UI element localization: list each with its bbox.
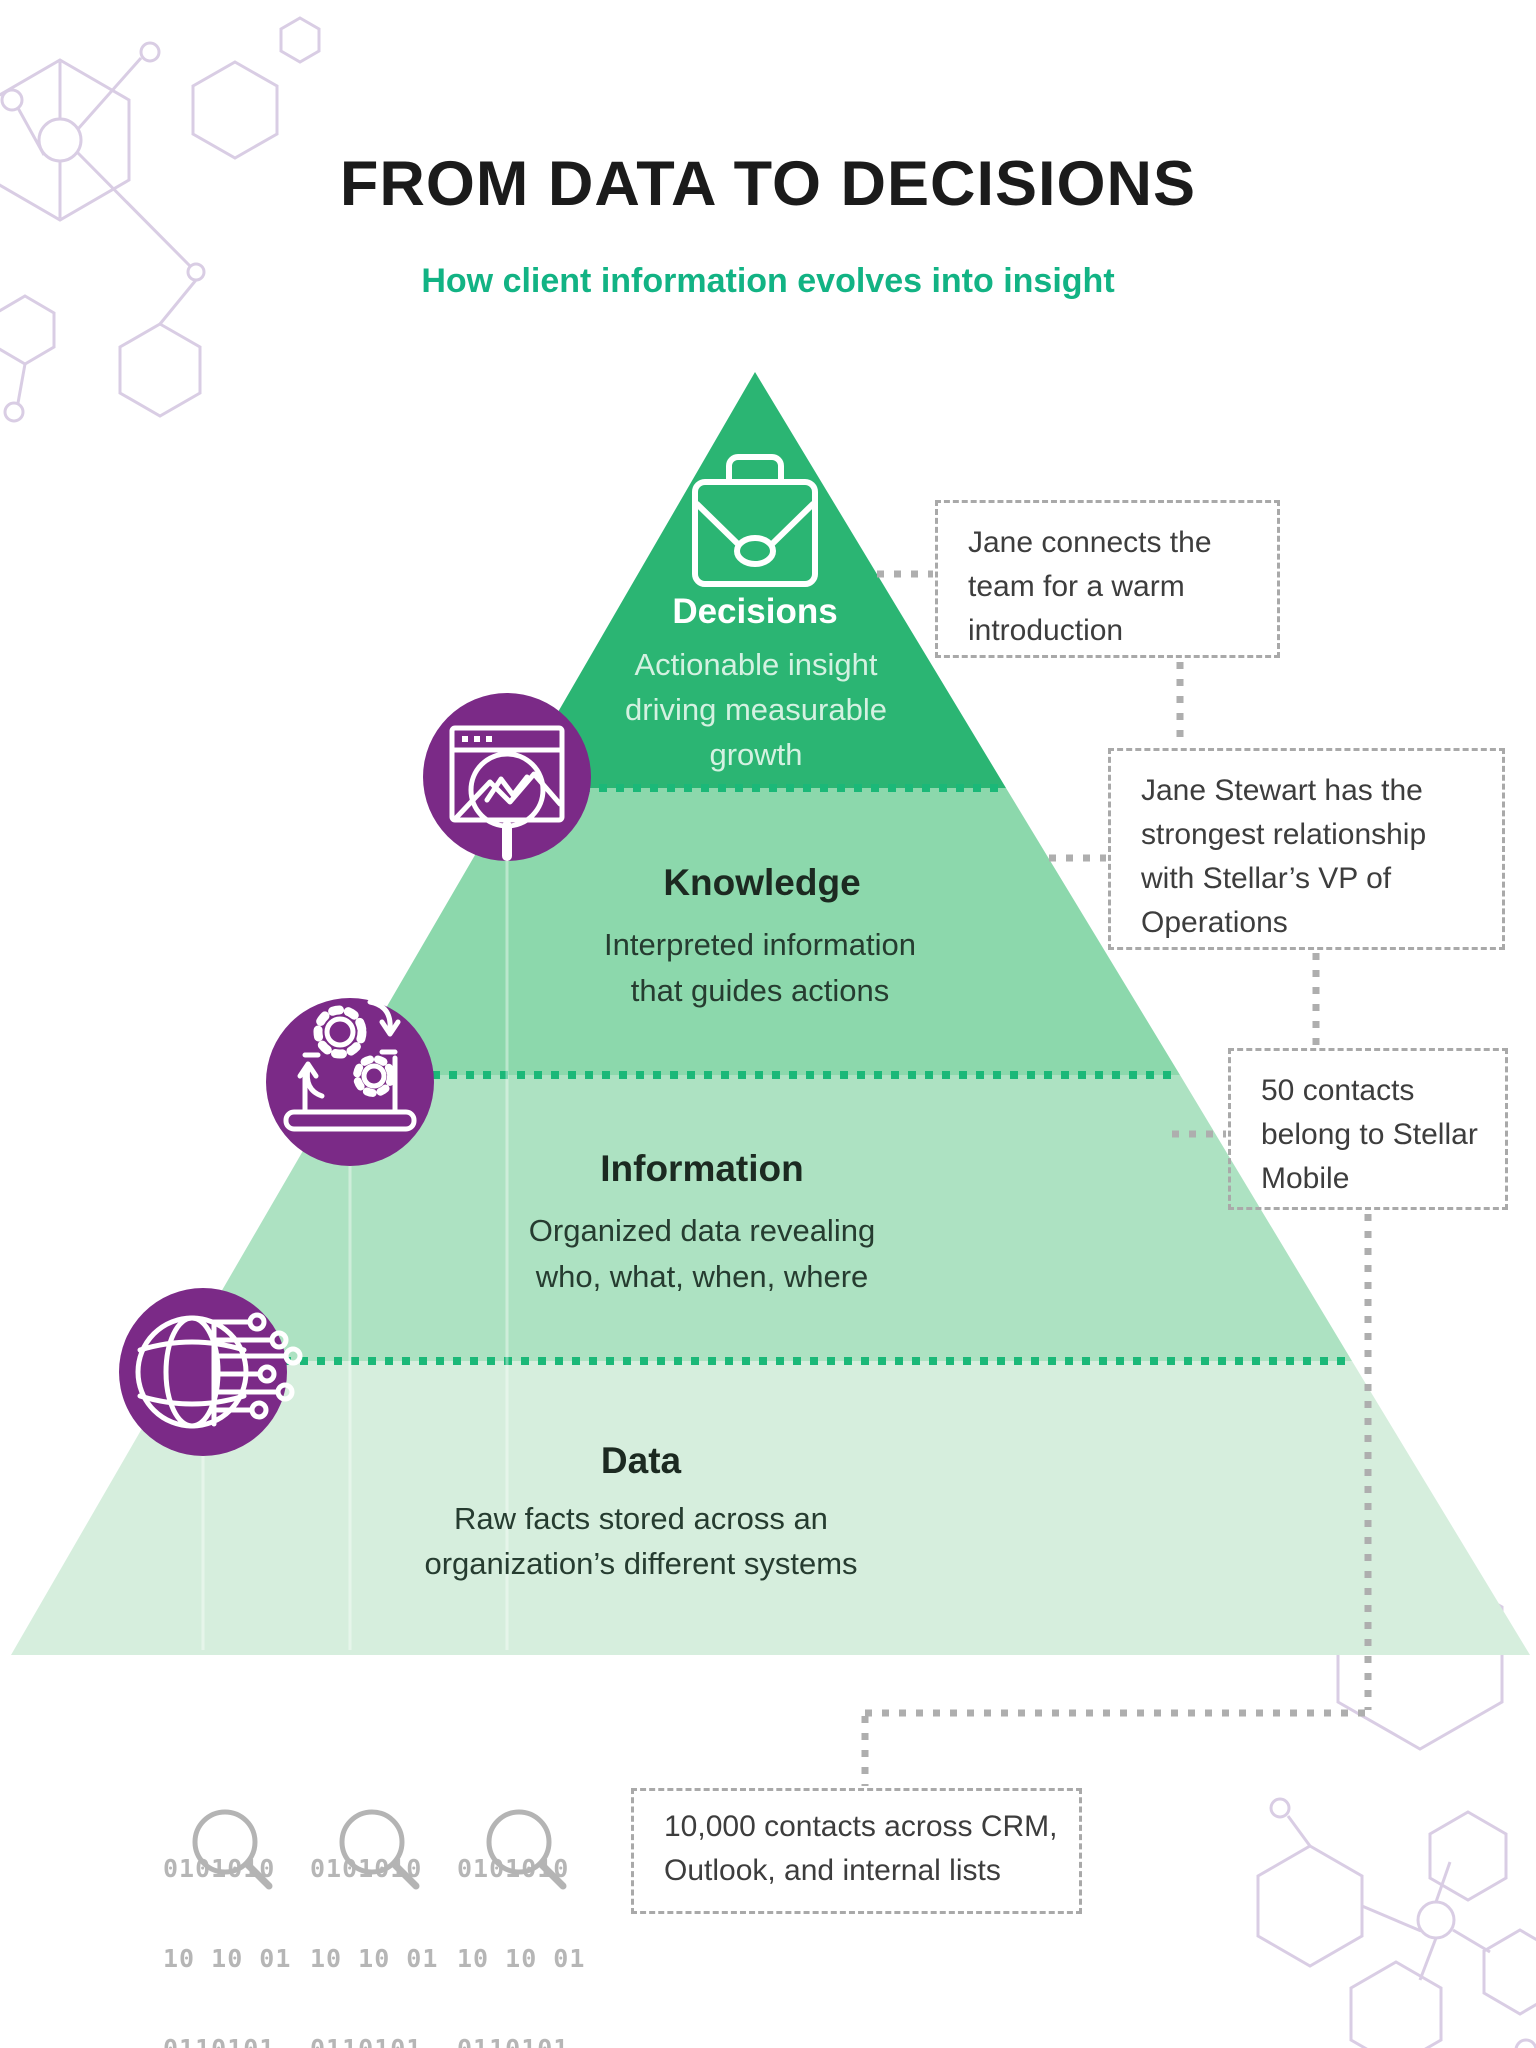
level-description-line: driving measurable	[625, 692, 887, 727]
icon-guide-lines	[201, 861, 509, 1650]
pyramid-level-information	[181, 1075, 1352, 1361]
molecule-decoration-bottom-right	[1256, 1558, 1536, 2048]
magnifier-overlay-icon	[192, 1809, 273, 1890]
callout-warm-introduction: Jane connects the team for a warm introd…	[935, 500, 1280, 658]
callout-strongest-relationship: Jane Stewart has the strongest relations…	[1108, 748, 1505, 950]
binary-row: 0110101	[310, 2034, 445, 2048]
binary-search-icon: 0101010 10 10 01 0110101 10110101	[310, 1794, 445, 2048]
page-subtitle: How client information evolves into insi…	[421, 262, 1115, 300]
binary-row: 10 10 01	[310, 1944, 439, 1973]
callout-line: 10,000 contacts across CRM,	[664, 1810, 1058, 1843]
pyramid-level-data	[11, 1361, 1530, 1655]
binary-row: 0110101	[457, 2034, 592, 2048]
level-label-knowledge: Knowledge	[663, 862, 861, 903]
callout-stellar-mobile-contacts: 50 contacts belong to Stellar Mobile	[1228, 1048, 1508, 1210]
level-description-line: Actionable insight	[634, 647, 878, 682]
level-description-line: who, what, when, where	[535, 1259, 869, 1294]
level-description-line: organization’s different systems	[424, 1546, 858, 1581]
callout-line: team for a warm	[968, 570, 1185, 603]
web-analytics-icon	[423, 693, 591, 861]
binary-search-icon: 0101010 10 10 01 0110101 10110101	[163, 1794, 298, 2048]
magnifier-overlay-icon	[486, 1809, 567, 1890]
binary-row: 10 10 01	[457, 1944, 586, 1973]
callout-line: with Stellar’s VP of	[1141, 862, 1392, 895]
level-description-line: that guides actions	[630, 973, 890, 1008]
level-label-decisions: Decisions	[672, 592, 838, 631]
pyramid-level-knowledge	[347, 788, 1180, 1075]
callout-connector-lines	[861, 570, 1372, 1786]
callout-line: Outlook, and internal lists	[664, 1854, 1001, 1887]
level-description-knowledge: Interpreted information that guides acti…	[500, 922, 1020, 1014]
callout-line: Jane connects the	[968, 526, 1212, 559]
level-description-information: Organized data revealing who, what, when…	[442, 1208, 962, 1300]
binary-search-icon: 0101010 10 10 01 0110101 10110101	[457, 1794, 592, 2048]
process-automation-icon	[266, 998, 434, 1166]
level-divider-lines	[181, 784, 1352, 1365]
callout-line: Jane Stewart has the	[1141, 774, 1423, 807]
briefcase-icon	[692, 454, 818, 587]
binary-row: 0110101	[163, 2034, 298, 2048]
level-description-line: Interpreted information	[604, 927, 916, 962]
level-description-line: Organized data revealing	[528, 1213, 876, 1248]
level-label-data: Data	[600, 1440, 682, 1481]
callout-line: strongest relationship	[1141, 818, 1427, 851]
binary-row: 10 10 01	[163, 1944, 292, 1973]
callout-total-contacts: 10,000 contacts across CRM, Outlook, and…	[631, 1788, 1082, 1914]
level-description-line: growth	[709, 737, 803, 772]
callout-line: introduction	[968, 614, 1124, 647]
level-description-decisions: Actionable insight driving measurable gr…	[546, 642, 966, 777]
callout-line: 50 contacts	[1261, 1074, 1415, 1107]
level-description-data: Raw facts stored across an organization’…	[361, 1496, 921, 1586]
level-label-information: Information	[600, 1148, 804, 1189]
callout-line: belong to Stellar	[1261, 1118, 1478, 1151]
magnifier-overlay-icon	[339, 1809, 420, 1890]
page-title: FROM DATA TO DECISIONS	[339, 149, 1197, 219]
molecule-decoration-top-left	[0, 16, 321, 423]
callout-line: Operations	[1141, 906, 1288, 939]
callout-line: Mobile	[1261, 1162, 1350, 1195]
binary-data-graphic: 0101010 10 10 01 0110101 10110101 010101…	[163, 1794, 623, 2048]
level-description-line: Raw facts stored across an	[454, 1501, 828, 1536]
digital-globe-icon	[119, 1288, 303, 1456]
